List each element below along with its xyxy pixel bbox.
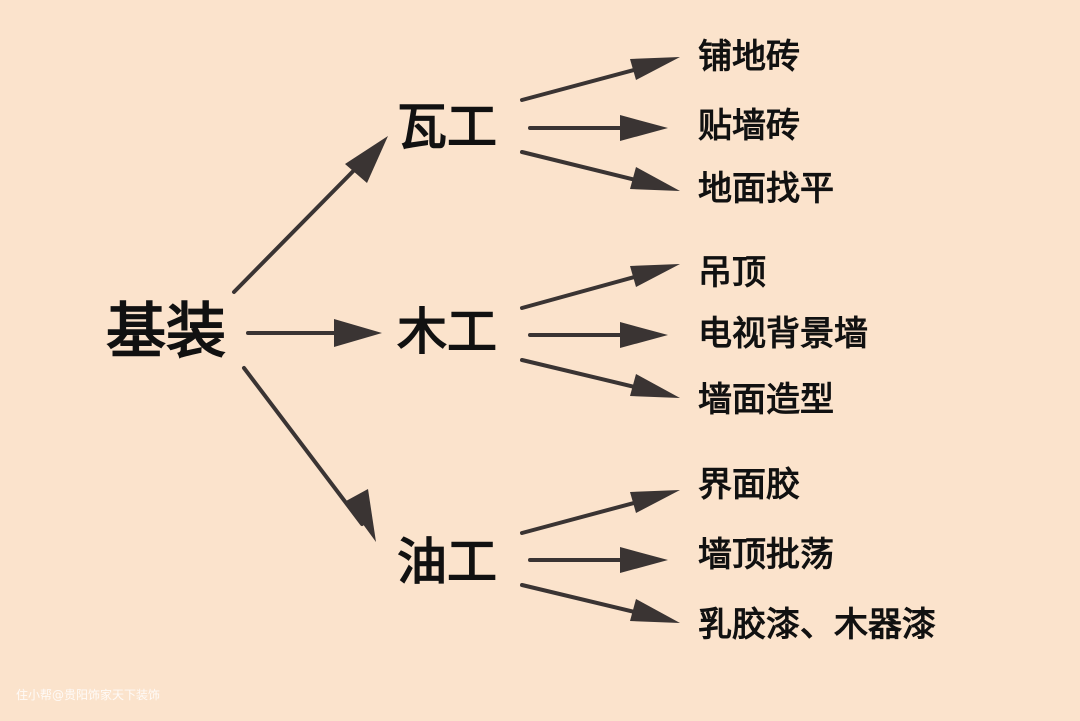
arrow-mugong-to-dianshibeijingqiang [528, 322, 668, 348]
branch-node-wagong: 瓦工 [397, 98, 497, 156]
arrow-wagong-to-dimianzhaoping [520, 150, 680, 191]
leaf-node-rujiaoqi-muqiqi: 乳胶漆、木器漆 [698, 605, 936, 645]
leaf-node-pudizhuan: 铺地砖 [698, 37, 800, 77]
root-node: 基装 [106, 297, 226, 367]
arrow-yougong-to-rujiaoqi [520, 583, 680, 623]
leaf-node-diaoding: 吊顶 [698, 253, 766, 293]
arrow-wagong-to-tieqiangzhuan [528, 115, 668, 141]
arrow-mugong-to-qiangmianzaoxing [520, 358, 680, 398]
branch-node-mugong: 木工 [397, 303, 497, 361]
leaf-node-tieqiangzhuan: 贴墙砖 [698, 106, 800, 146]
watermark-text: 住小帮@贵阳饰家天下装饰 [16, 688, 161, 702]
arrow-root-to-mugong [246, 319, 382, 347]
leaf-node-jiemianjiao: 界面胶 [698, 465, 800, 505]
arrow-yougong-to-qiangdingpidang [528, 547, 668, 573]
arrow-root-to-wagong [232, 136, 388, 294]
arrow-mugong-to-diaoding [520, 264, 680, 310]
leaf-node-qiangmianzaoxing: 墙面造型 [698, 380, 834, 420]
leaf-node-dimianzhaoping: 地面找平 [698, 169, 834, 209]
arrow-wagong-to-pudizhuan [520, 57, 680, 102]
branch-node-yougong: 油工 [397, 533, 497, 591]
arrow-root-to-yougong [242, 366, 376, 542]
leaf-node-dianshibeijingqiang: 电视背景墙 [698, 314, 868, 354]
arrow-yougong-to-jiemianjiao [520, 490, 680, 535]
leaf-node-qiangdingpidang: 墙顶批荡 [698, 535, 834, 575]
